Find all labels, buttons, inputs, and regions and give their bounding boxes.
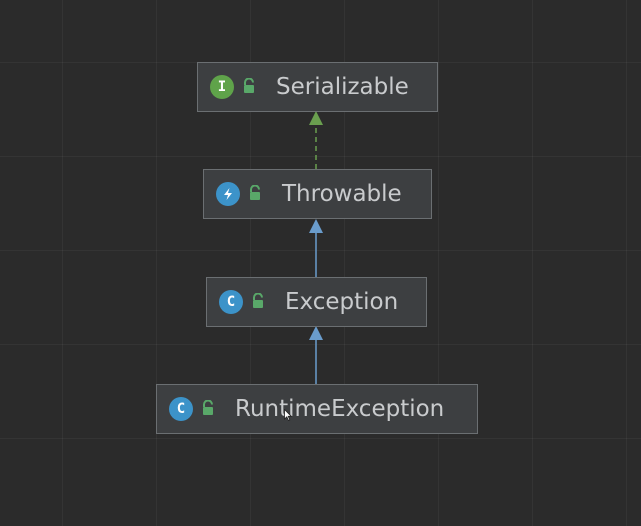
exception-class-icon	[216, 182, 240, 206]
node-label: RuntimeException	[235, 396, 445, 422]
node-label: Throwable	[282, 181, 402, 207]
mouse-cursor-icon	[284, 409, 292, 421]
arrowhead-exception	[309, 326, 323, 340]
interface-icon: I	[210, 75, 234, 99]
node-serializable[interactable]: I Serializable	[197, 62, 438, 112]
arrowhead-serializable	[309, 111, 323, 125]
public-lock-icon	[242, 74, 256, 100]
node-exception[interactable]: C Exception	[206, 277, 427, 327]
node-throwable[interactable]: Throwable	[203, 169, 432, 219]
node-label: Serializable	[276, 74, 409, 100]
class-icon: C	[219, 290, 243, 314]
node-label: Exception	[285, 289, 399, 315]
node-runtime-exception[interactable]: C RuntimeException	[156, 384, 478, 434]
arrowhead-throwable	[309, 219, 323, 233]
public-lock-icon	[201, 396, 215, 422]
public-lock-icon	[251, 289, 265, 315]
class-icon: C	[169, 397, 193, 421]
public-lock-icon	[248, 181, 262, 207]
